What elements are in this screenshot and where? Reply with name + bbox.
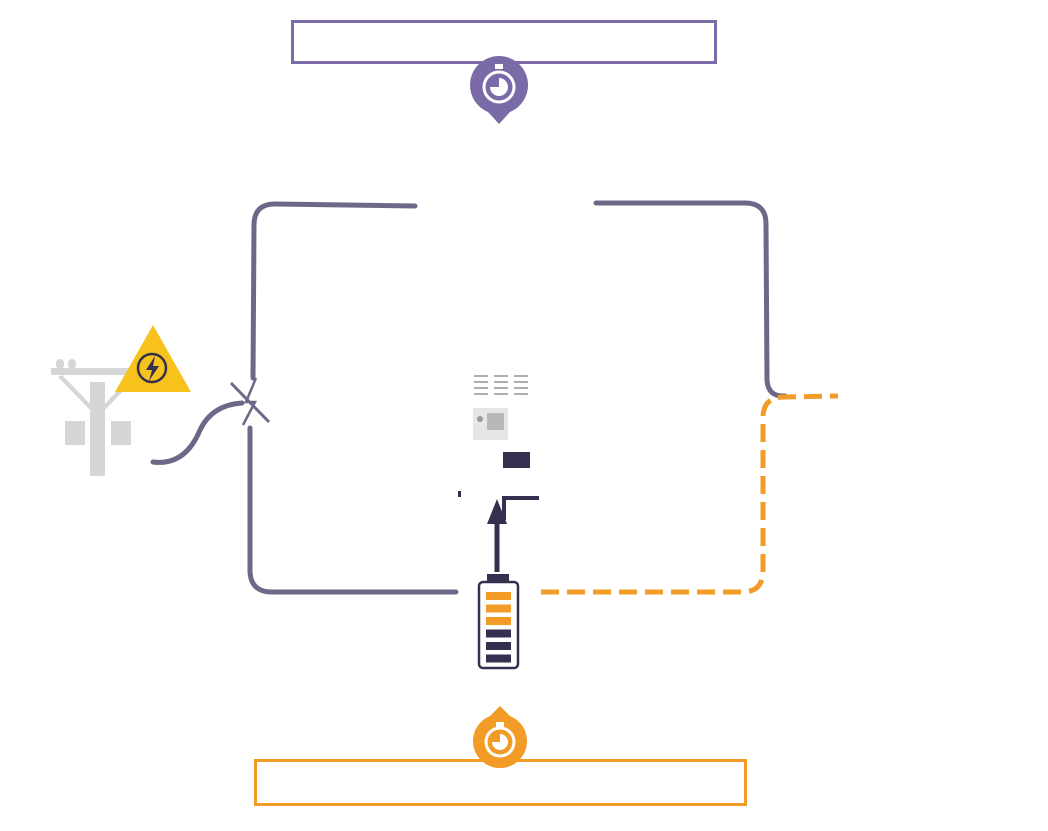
- battery-cell: [486, 629, 511, 638]
- battery-cell: [486, 617, 511, 625]
- battery-cell: [486, 642, 511, 650]
- grid-loop-line: [150, 200, 788, 595]
- battery-icon: [477, 574, 520, 670]
- battery-loop-line: [541, 393, 839, 595]
- battery-cell: [486, 604, 511, 613]
- disconnect-switch-icon: [229, 377, 271, 426]
- charge-flow-arrow: [458, 491, 539, 572]
- battery-cell: [486, 654, 511, 663]
- inverter-unit-icon: [473, 375, 530, 468]
- battery-cell: [486, 592, 511, 600]
- high-voltage-warning-icon: [115, 325, 191, 392]
- bottom-stopwatch-icon: [472, 706, 527, 769]
- top-stopwatch-icon: [469, 56, 529, 124]
